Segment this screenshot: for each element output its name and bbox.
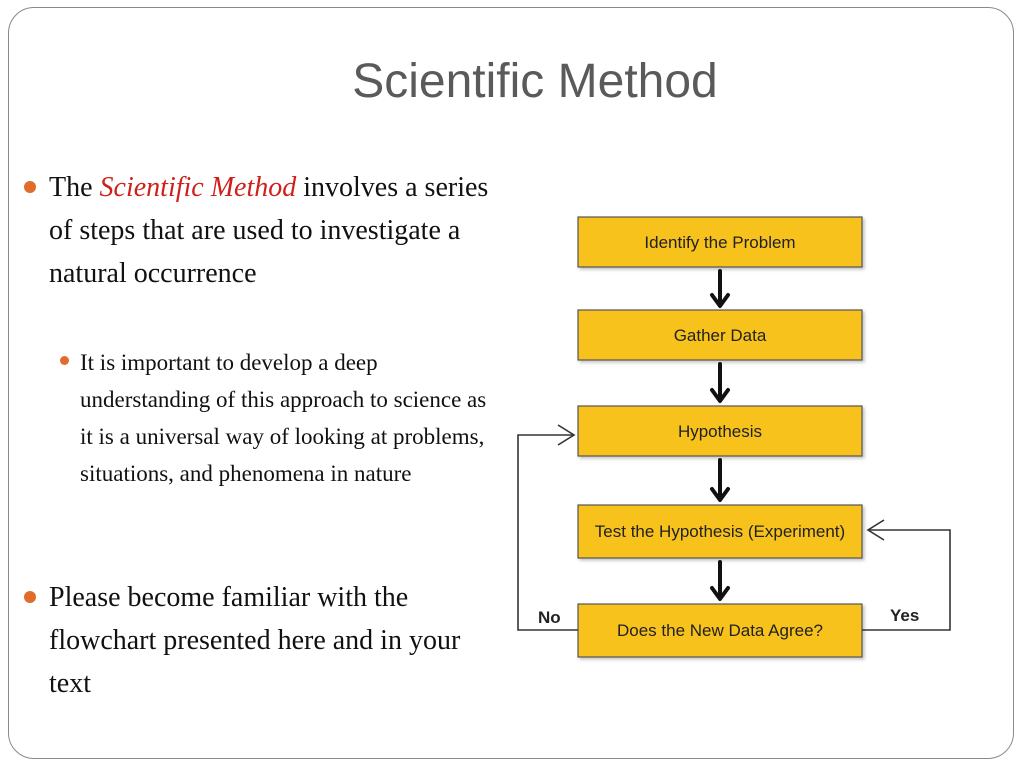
sub-bullet-understanding: It is important to develop a deep unders… (60, 344, 490, 492)
flow-step-identify-problem: Identify the Problem (577, 216, 863, 268)
scientific-method-flowchart: Identify the Problem Gather Data Hypothe… (517, 216, 951, 658)
flow-step-test-hypothesis: Test the Hypothesis (Experiment) (577, 504, 863, 559)
bullet-familiar-flowchart: Please become familiar with the flowchar… (24, 576, 499, 705)
bullet-suffix: involves a series of steps that are used… (49, 172, 489, 289)
yes-loop-arrow (862, 519, 951, 631)
down-arrow-icon (710, 560, 730, 601)
bullet-emphasis: Scientific Method (99, 172, 297, 203)
flow-step-gather-data: Gather Data (577, 309, 863, 361)
no-label: No (538, 608, 561, 627)
no-loop-arrow (517, 424, 578, 631)
down-arrow-icon (710, 269, 730, 308)
slide-frame (8, 7, 1014, 759)
svg-text:Test the Hypothesis (Experimen: Test the Hypothesis (Experiment) (595, 522, 845, 541)
down-arrow-icon (710, 362, 730, 403)
svg-text:Hypothesis: Hypothesis (678, 422, 762, 441)
flow-step-data-agree: Does the New Data Agree? (577, 603, 863, 658)
bullet-prefix: The (49, 172, 100, 203)
svg-text:Identify the Problem: Identify the Problem (644, 233, 795, 252)
svg-text:Gather Data: Gather Data (674, 326, 767, 345)
flow-step-hypothesis: Hypothesis (577, 405, 863, 457)
svg-text:Does the New Data Agree?: Does the New Data Agree? (617, 621, 823, 640)
yes-label: Yes (890, 606, 919, 625)
slide-title: Scientific Method (352, 55, 718, 108)
bullet-scientific-method: The Scientific Method involves a series … (24, 166, 499, 295)
down-arrow-icon (710, 458, 730, 502)
